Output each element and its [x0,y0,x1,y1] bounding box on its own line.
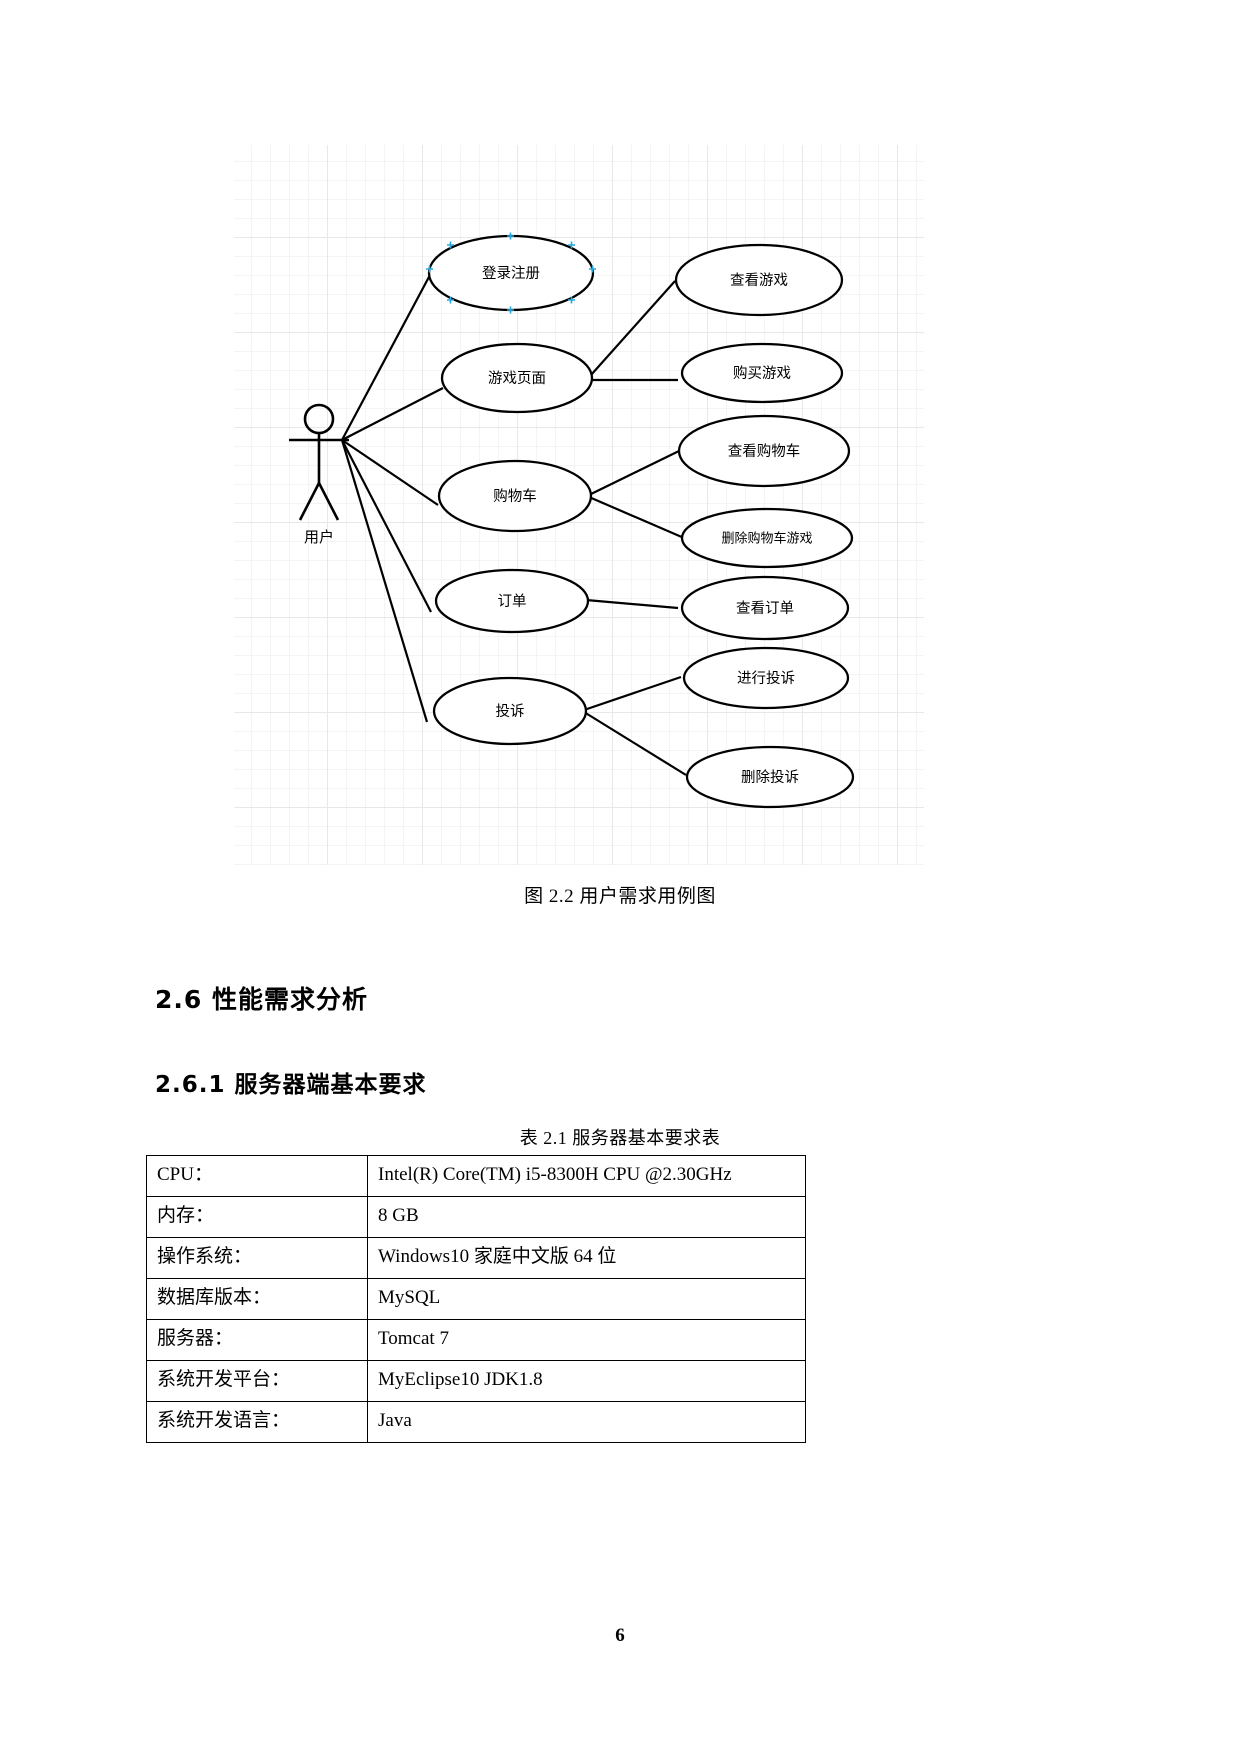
row-label: 系统开发平台： [146,1360,368,1402]
row-value: Windows10 家庭中文版 64 位 [367,1237,806,1279]
use-case-label: 投诉 [496,703,525,720]
line-order-to-view-order [585,598,679,610]
row-label: 内存： [146,1196,368,1238]
actor-left-leg-line [298,482,321,521]
use-case-ellipse [682,646,850,710]
use-case-ellipse [680,575,850,641]
actor-label: 用户 [304,528,334,546]
use-case-login-register[interactable]: 登录注册 [426,232,596,314]
selection-handles[interactable] [426,232,596,314]
use-case-ellipse [432,676,588,746]
use-case-diagram-svg: 用户 登录注册 游戏页面 [289,232,855,809]
line-actor-to-order [341,439,432,613]
row-value: 8 GB [367,1196,806,1238]
table-row: 内存： 8 GB [146,1196,806,1238]
use-case-buy-game[interactable]: 购买游戏 [680,342,844,404]
section-heading-2-6: 2.6 性能需求分析 [155,985,368,1014]
row-label: 系统开发语言： [146,1401,368,1443]
use-case-complaint[interactable]: 投诉 [432,676,588,746]
actor-user[interactable]: 用户 [289,403,349,546]
line-shopping-cart-to-view-cart [588,450,680,496]
use-case-label: 游戏页面 [488,370,546,387]
actor-association-lines [340,274,444,723]
table-row: 服务器： Tomcat 7 [146,1319,806,1361]
row-label: CPU： [146,1155,368,1197]
figure-caption: 图 2.2 用户需求用例图 [524,886,716,907]
use-case-label: 查看购物车 [728,443,801,460]
line-actor-to-complaint [340,439,429,723]
line-game-page-to-view-game [590,280,676,376]
use-case-ellipse [680,507,854,569]
actor-right-leg-line [317,482,340,521]
use-case-label: 购物车 [493,488,537,505]
line-complaint-to-make-complaint [583,675,682,712]
use-case-diagram-figure: 用户 登录注册 游戏页面 [234,145,924,865]
use-case-label: 登录注册 [482,265,540,282]
use-case-delete-cart-game[interactable]: 删除购物车游戏 [680,507,854,569]
use-case-label: 购买游戏 [733,365,791,382]
use-case-ellipse [437,459,593,533]
table-body: CPU： Intel(R) Core(TM) i5-8300H CPU @2.3… [146,1155,806,1443]
row-value: Java [367,1401,806,1443]
use-case-delete-complaint[interactable]: 删除投诉 [685,745,855,809]
page-number: 6 [615,1625,625,1646]
use-case-order[interactable]: 订单 [434,568,590,634]
table-row: 系统开发平台： MyEclipse10 JDK1.8 [146,1360,806,1402]
line-shopping-cart-to-delete-cart-game [588,495,685,540]
use-case-ellipse [674,243,844,317]
row-label: 数据库版本： [146,1278,368,1320]
use-case-label: 进行投诉 [737,670,795,687]
use-case-ellipse [440,342,594,414]
use-case-ellipse [680,342,844,404]
use-case-label: 查看游戏 [730,272,788,289]
use-case-view-cart[interactable]: 查看购物车 [677,414,851,488]
line-actor-to-game-page [341,387,444,441]
server-requirements-table: CPU： Intel(R) Core(TM) i5-8300H CPU @2.3… [146,1155,806,1443]
use-case-association-lines [583,280,687,776]
use-case-view-order[interactable]: 查看订单 [680,575,850,641]
use-case-view-game[interactable]: 查看游戏 [674,243,844,317]
row-value: Tomcat 7 [367,1319,806,1361]
table-row: 数据库版本： MySQL [146,1278,806,1320]
line-complaint-to-delete-complaint [583,711,687,776]
use-case-shopping-cart[interactable]: 购物车 [437,459,593,533]
table-row: CPU： Intel(R) Core(TM) i5-8300H CPU @2.3… [146,1155,806,1197]
row-value: MySQL [367,1278,806,1320]
row-value: MyEclipse10 JDK1.8 [367,1360,806,1402]
use-case-make-complaint[interactable]: 进行投诉 [682,646,850,710]
row-label: 操作系统： [146,1237,368,1279]
use-case-ellipse [677,414,851,488]
line-actor-to-shopping-cart [341,439,439,506]
use-case-label: 查看订单 [736,600,794,617]
use-case-label: 删除购物车游戏 [721,531,812,547]
table-row: 系统开发语言： Java [146,1401,806,1443]
use-case-label: 删除投诉 [741,769,799,786]
use-case-game-page[interactable]: 游戏页面 [440,342,594,414]
section-heading-2-6-1: 2.6.1 服务器端基本要求 [155,1072,427,1098]
use-case-ellipse [685,745,855,809]
table-caption: 表 2.1 服务器基本要求表 [519,1128,721,1148]
line-actor-to-login-register [341,274,431,441]
use-case-ellipse [434,568,590,634]
use-case-label: 订单 [498,593,527,610]
actor-head-icon [303,403,335,435]
table-row: 操作系统： Windows10 家庭中文版 64 位 [146,1237,806,1279]
row-value: Intel(R) Core(TM) i5-8300H CPU @2.30GHz [367,1155,806,1197]
row-label: 服务器： [146,1319,368,1361]
